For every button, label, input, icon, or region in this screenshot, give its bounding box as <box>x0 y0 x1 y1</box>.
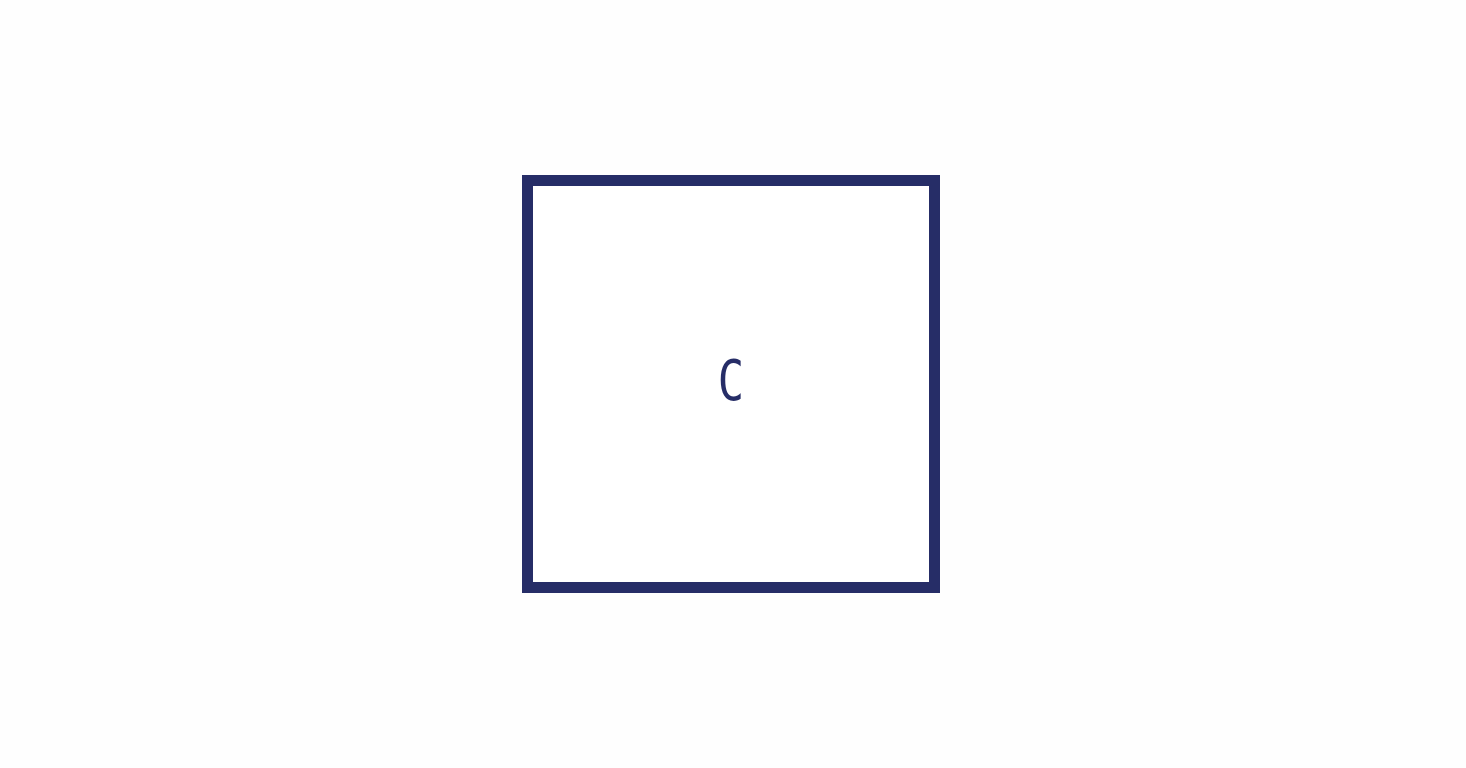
tile-letter: C <box>717 349 745 414</box>
letter-tile[interactable]: C <box>522 175 940 593</box>
